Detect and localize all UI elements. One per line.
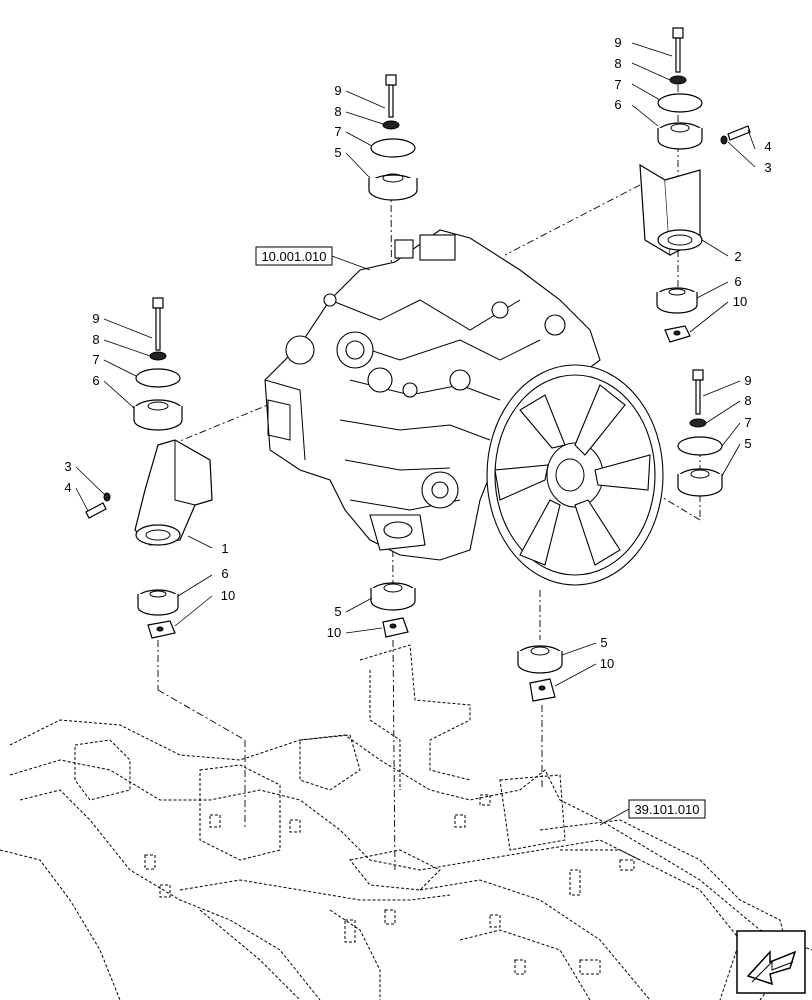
callout-10: 10: [221, 588, 235, 603]
callout-8: 8: [334, 104, 341, 119]
bolt-shank: [388, 84, 394, 118]
callout-7: 7: [614, 77, 621, 92]
callout-5: 5: [334, 604, 341, 619]
engine-reference-callout[interactable]: 10.001.010: [255, 246, 371, 271]
callout-5: 5: [600, 635, 607, 650]
callout-5: 5: [334, 145, 341, 160]
callout-9: 9: [614, 35, 621, 50]
bottom-center-mount-stack: 5 10: [327, 582, 416, 640]
left-mount-stack: 9 8 7 6 3 4 1 6 10: [64, 297, 235, 639]
plate: [370, 138, 416, 158]
callout-10: 10: [733, 294, 747, 309]
nav-arrow-icon[interactable]: [736, 930, 806, 994]
top-right-mount-stack: 9 8 7 6 4 3 2 6 10: [614, 27, 772, 343]
callout-10: 10: [600, 656, 614, 671]
callout-2: 2: [734, 249, 741, 264]
callout-1: 1: [221, 541, 228, 556]
callout-8: 8: [614, 56, 621, 71]
callout-6: 6: [221, 566, 228, 581]
top-center-mount-stack: 9 8 7 5: [334, 74, 418, 201]
frame-reference-callout[interactable]: 39.101.010: [599, 799, 706, 826]
callout-4: 4: [64, 480, 71, 495]
callout-6: 6: [734, 274, 741, 289]
engine-reference: 10.001.010: [261, 249, 326, 264]
callout-7: 7: [92, 352, 99, 367]
callout-3: 3: [64, 459, 71, 474]
bottom-right-mount-stack: 5 10: [517, 635, 614, 702]
callout-8: 8: [744, 393, 751, 408]
callout-10: 10: [327, 625, 341, 640]
callout-6: 6: [614, 97, 621, 112]
callout-5: 5: [744, 436, 751, 451]
engine-assembly: [264, 229, 664, 586]
callout-8: 8: [92, 332, 99, 347]
callout-9: 9: [334, 83, 341, 98]
mid-right-mount-stack: 9 8 7 5: [677, 369, 752, 497]
callout-6: 6: [92, 373, 99, 388]
callout-4: 4: [764, 139, 771, 154]
callout-9: 9: [92, 311, 99, 326]
callout-9: 9: [744, 373, 751, 388]
callout-3: 3: [764, 160, 771, 175]
callout-7: 7: [334, 124, 341, 139]
frame-reference: 39.101.010: [634, 802, 699, 817]
washer: [382, 120, 400, 130]
machine-frame: [0, 644, 812, 1000]
callout-7: 7: [744, 415, 751, 430]
bolt-head: [385, 74, 397, 86]
